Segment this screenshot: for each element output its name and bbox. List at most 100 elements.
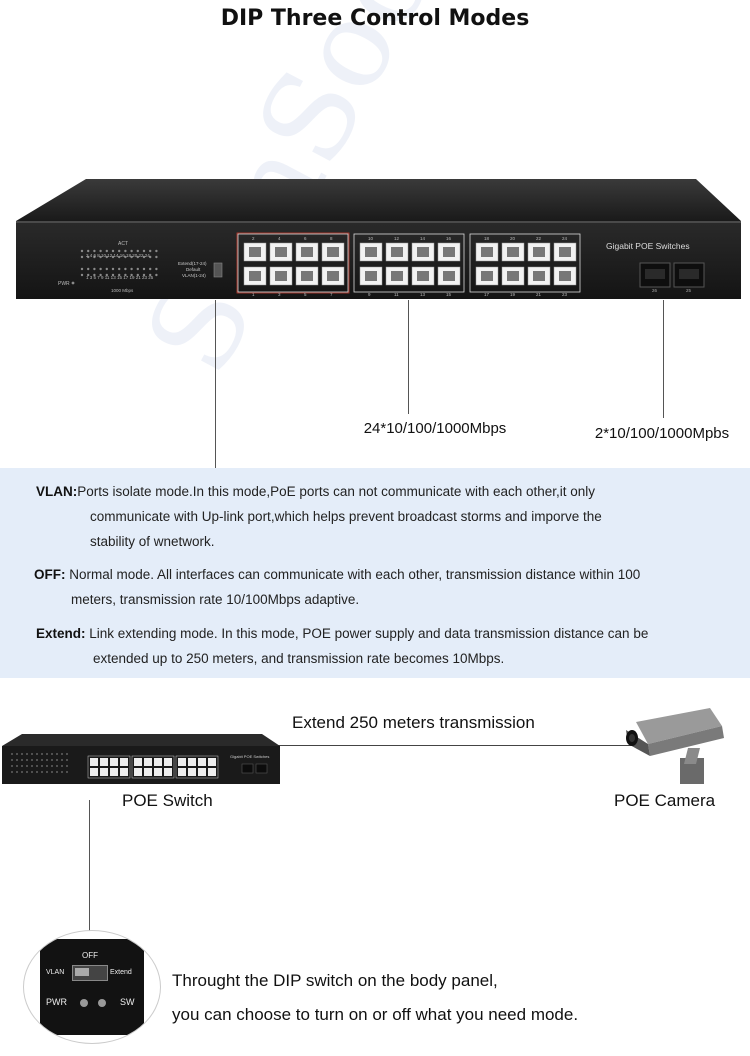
small-led-dot	[51, 759, 53, 761]
small-rj45-port	[90, 768, 98, 776]
footer-text: Throught the DIP switch on the body pane…	[172, 964, 578, 1032]
led-dot	[80, 255, 84, 259]
led-dot	[136, 249, 139, 253]
small-led-dot	[61, 771, 63, 773]
small-led-dot	[16, 771, 18, 773]
led-bottom-numbers: 1 3 5 7 9 11 13 15 17 19 21 23 25	[86, 275, 154, 280]
leader-line-dip	[215, 300, 216, 468]
rj45-port-socket	[249, 247, 261, 257]
brand-label: Gigabit POE Switches	[606, 241, 690, 251]
transmission-cable-line	[272, 745, 632, 746]
mode-extend: Extend: Link extending mode. In this mod…	[36, 621, 736, 671]
led-dot	[130, 273, 133, 277]
small-led-dot	[61, 753, 63, 755]
small-rj45-port	[134, 768, 142, 776]
dip-closeup-off: OFF	[82, 951, 98, 960]
dip-switch[interactable]	[213, 262, 223, 278]
port-number-top: 14	[420, 236, 426, 241]
rj45-port-socket	[327, 247, 339, 257]
small-led-dot	[11, 759, 13, 761]
led-dot	[149, 249, 152, 253]
small-led-dot	[21, 771, 23, 773]
port-number-bottom: 11	[394, 292, 399, 297]
small-rj45-port	[154, 758, 162, 766]
rj45-port-socket	[443, 271, 455, 281]
small-led-dot	[66, 771, 68, 773]
led-dot	[136, 267, 139, 271]
small-led-dot	[11, 753, 13, 755]
mode-extend-name: Extend:	[36, 626, 86, 641]
small-rj45-port	[100, 768, 108, 776]
poe-camera-label: POE Camera	[614, 791, 716, 810]
small-led-dot	[46, 771, 48, 773]
small-led-dot	[26, 765, 28, 767]
small-led-dot	[31, 759, 33, 761]
port-number-bottom: 15	[446, 292, 452, 297]
rj45-port-socket	[481, 247, 493, 257]
small-led-dot	[26, 771, 28, 773]
rj45-port-socket	[481, 271, 493, 281]
led-dot	[93, 267, 96, 271]
led-dot	[105, 273, 109, 277]
port-number-top: 10	[368, 236, 374, 241]
dip-option-extend: Extend(17-24)	[178, 261, 207, 266]
led-dot	[99, 255, 102, 259]
led-dot	[99, 273, 102, 277]
port-number-bottom: 3	[278, 292, 281, 297]
port-number-bottom: 1	[252, 292, 255, 297]
poe-camera-icon	[626, 708, 724, 784]
dip-closeup-switch[interactable]	[72, 965, 108, 981]
mode-off-line-1: Normal mode. All interfaces can communic…	[65, 567, 641, 582]
dip-closeup-pwr: PWR	[46, 997, 67, 1007]
port-number-top: 8	[330, 236, 333, 241]
led-dot	[124, 267, 127, 271]
led-dot	[111, 273, 115, 277]
led-dot	[142, 273, 146, 277]
port-number-top: 6	[304, 236, 307, 241]
led-dot	[87, 249, 90, 253]
small-led-dot	[66, 765, 68, 767]
led-dot	[118, 255, 121, 259]
small-led-dot	[36, 765, 38, 767]
led-dot	[136, 255, 139, 259]
small-rj45-port	[208, 768, 216, 776]
port-number-bottom: 19	[510, 292, 516, 297]
small-led-dot	[56, 759, 58, 761]
small-led-dot	[66, 759, 68, 761]
led-dot	[149, 273, 152, 277]
port-number-top: 16	[446, 236, 452, 241]
small-led-dot	[16, 759, 18, 761]
extend-transmission-label: Extend 250 meters transmission	[292, 713, 535, 732]
led-dot	[155, 249, 158, 253]
led-dot	[142, 249, 146, 253]
small-rj45-port	[198, 758, 206, 766]
led-dot	[80, 267, 84, 271]
small-rj45-port	[154, 768, 162, 776]
small-led-dot	[41, 753, 43, 755]
small-led-dot	[11, 765, 13, 767]
footer-line-1: Throught the DIP switch on the body pane…	[172, 971, 498, 990]
small-led-dot	[46, 753, 48, 755]
poe-switch-label: POE Switch	[122, 791, 213, 810]
led-dot	[142, 255, 146, 259]
led-top-numbers: 2 4 6 8 10 12 14 16 18 20 22 24	[86, 253, 150, 258]
led-dot	[93, 249, 96, 253]
sw-led-icon	[98, 999, 106, 1007]
led-dot	[130, 267, 133, 271]
small-rj45-port	[178, 758, 186, 766]
small-led-dot	[46, 765, 48, 767]
small-led-dot	[51, 771, 53, 773]
small-rj45-port	[164, 758, 172, 766]
port-number-bottom: 7	[330, 292, 333, 297]
rj45-port-socket	[365, 247, 377, 257]
small-rj45-port	[120, 768, 128, 776]
poe-switch-front-panel: ACT 2 4 6 8 10 12 14 16 18 20 22 24 1 3 …	[16, 179, 741, 299]
small-led-dot	[41, 759, 43, 761]
rj45-port-socket	[391, 271, 403, 281]
led-dot	[155, 255, 158, 259]
rj45-port-socket	[301, 247, 313, 257]
small-led-dot	[51, 753, 53, 755]
small-poe-switch: Gigabit POE Switches	[2, 734, 280, 784]
small-port-group	[87, 755, 131, 779]
mode-vlan-name: VLAN:	[36, 484, 78, 499]
